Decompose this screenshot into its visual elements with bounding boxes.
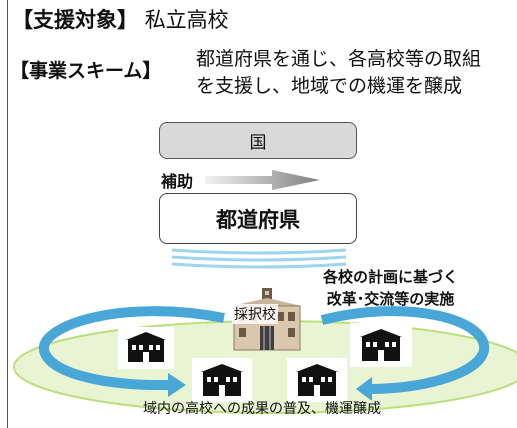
plan-line-1: 各校の計画に基づく [323, 268, 459, 286]
school-icon-2 [192, 358, 252, 402]
cycle-arrowhead-right [356, 377, 372, 401]
wave-lines [171, 248, 347, 269]
cycle-arrowhead-left [168, 373, 186, 397]
spread-label: 域内の高校への成果の普及、機運醸成 [143, 401, 381, 417]
prefecture-box: 都道府県 [159, 193, 357, 244]
cycle-arrows [38, 306, 490, 394]
school-icon-1 [118, 327, 174, 369]
scheme-line-1: 都道府県を通じ、各高校等の取組 [196, 48, 482, 70]
scheme-line-2: を支援し、地域での機運を醸成 [196, 75, 463, 97]
scheme-tag: 【事業スキーム】 [10, 60, 162, 82]
subsidy-arrow [205, 170, 320, 190]
subsidy-label: 補助 [161, 172, 194, 191]
plan-line-2: 改革･交流等の実施 [326, 290, 455, 308]
adopted-school-label: 採択校 [232, 304, 278, 324]
plan-implementation-label: 各校の計画に基づく 改革･交流等の実施 [323, 266, 458, 310]
support-target-tag: 【支援対象】 [12, 8, 138, 32]
support-target-row: 【支援対象】 私立高校 [12, 6, 229, 34]
school-icon-3 [287, 358, 347, 402]
cycle-arrow-right [320, 306, 490, 394]
left-border [7, 0, 8, 428]
national-government-label: 国 [249, 133, 267, 153]
scheme-description: 都道府県を通じ、各高校等の取組 を支援し、地域での機運を醸成 [196, 46, 514, 100]
national-government-box: 国 [159, 122, 357, 159]
prefecture-label: 都道府県 [216, 207, 300, 232]
cycle-arrow-left [38, 306, 225, 391]
support-target-value: 私立高校 [144, 8, 229, 32]
school-icon-4 [350, 323, 412, 367]
